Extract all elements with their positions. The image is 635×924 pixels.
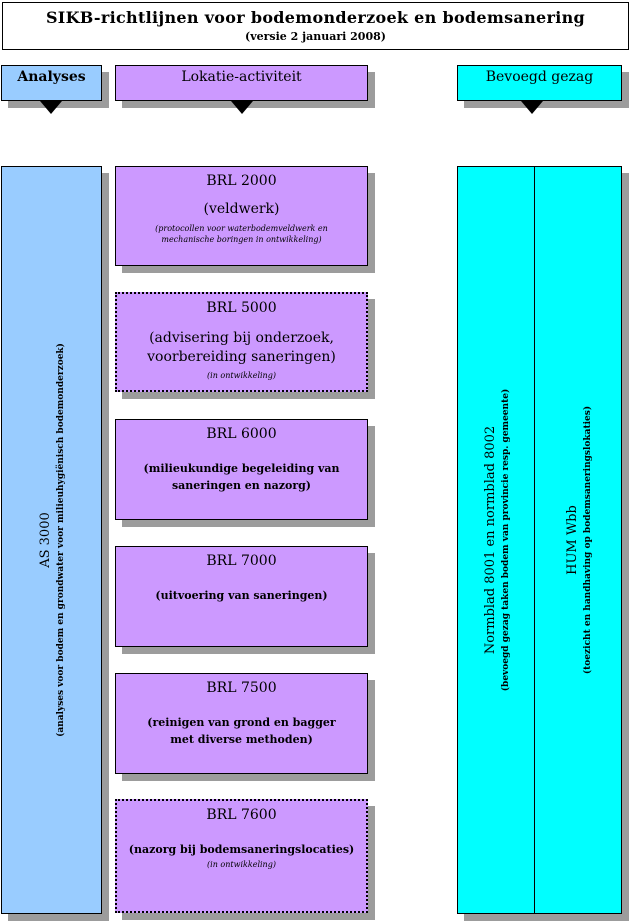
diagram-subtitle: (versie 2 januari 2008) xyxy=(245,30,386,43)
brl-6000-box: BRL 6000 (milieukundige begeleiding van … xyxy=(115,419,368,520)
brl-desc: (nazorg bij bodemsaneringslocaties) xyxy=(128,843,355,856)
brl-title: BRL 7500 xyxy=(206,680,277,696)
as3000-desc: (analyses voor bodem en grondwater voor … xyxy=(55,343,66,737)
brl-7500-box: BRL 7500 (reinigen van grond en bagger m… xyxy=(115,673,368,774)
analyses-column-text: AS 3000 (analyses voor bodem en grondwat… xyxy=(38,343,66,737)
brl-title: BRL 7600 xyxy=(206,807,277,823)
hum-wbb-section: HUM Wbb (toezicht en handhaving op bodem… xyxy=(536,167,622,913)
brl-desc: (milieukundige begeleiding van saneringe… xyxy=(143,462,340,492)
analyses-column: AS 3000 (analyses voor bodem en grondwat… xyxy=(1,166,102,914)
header-lokatie-activiteit: Lokatie-activiteit xyxy=(115,65,368,101)
title-box: SIKB-richtlijnen voor bodemonderzoek en … xyxy=(2,2,629,50)
header-bevoegd-gezag: Bevoegd gezag xyxy=(457,65,622,101)
brl-desc: (advisering bij onderzoek, voorbereiding… xyxy=(147,330,336,365)
brl-7600-box: BRL 7600 (nazorg bij bodemsaneringslocat… xyxy=(115,799,368,913)
normblad-desc: (bevoegd gezag taken bodem van provincie… xyxy=(500,388,511,692)
brl-title: BRL 7000 xyxy=(206,553,277,569)
header-analyses: Analyses xyxy=(1,65,102,101)
brl-7000-box: BRL 7000 (uitvoering van saneringen) xyxy=(115,546,368,647)
arrow-down-icon xyxy=(231,101,253,114)
brl-note: (protocollen voor waterbodemveldwerk en … xyxy=(155,224,328,244)
brl-title: BRL 5000 xyxy=(206,300,277,316)
brl-note: (in ontwikkeling) xyxy=(207,371,276,380)
normblad-section: Normblad 8001 en normblad 8002 (bevoegd … xyxy=(458,167,535,913)
hum-wbb-desc: (toezicht en handhaving op bodemsanering… xyxy=(583,405,593,675)
brl-desc: (reinigen van grond en bagger met divers… xyxy=(147,716,336,746)
hum-wbb-title: HUM Wbb xyxy=(565,505,580,575)
brl-title: BRL 2000 xyxy=(206,173,277,189)
as3000-title: AS 3000 xyxy=(37,512,53,568)
bevoegd-gezag-column: Normblad 8001 en normblad 8002 (bevoegd … xyxy=(457,166,622,914)
brl-title: BRL 6000 xyxy=(206,426,277,442)
brl-2000-box: BRL 2000 (veldwerk) (protocollen voor wa… xyxy=(115,166,368,266)
hum-wbb-text: HUM Wbb (toezicht en handhaving op bodem… xyxy=(565,406,593,674)
arrow-down-icon xyxy=(40,101,62,114)
diagram-title: SIKB-richtlijnen voor bodemonderzoek en … xyxy=(45,8,586,27)
brl-note: (in ontwikkeling) xyxy=(207,860,276,869)
bevoegd-divider xyxy=(534,166,535,914)
brl-desc: (veldwerk) xyxy=(203,201,280,217)
normblad-title: Normblad 8001 en normblad 8002 xyxy=(482,425,498,655)
brl-desc: (uitvoering van saneringen) xyxy=(155,589,328,602)
brl-5000-box: BRL 5000 (advisering bij onderzoek, voor… xyxy=(115,292,368,392)
normblad-text: Normblad 8001 en normblad 8002 (bevoegd … xyxy=(483,389,511,691)
arrow-down-icon xyxy=(521,101,543,114)
